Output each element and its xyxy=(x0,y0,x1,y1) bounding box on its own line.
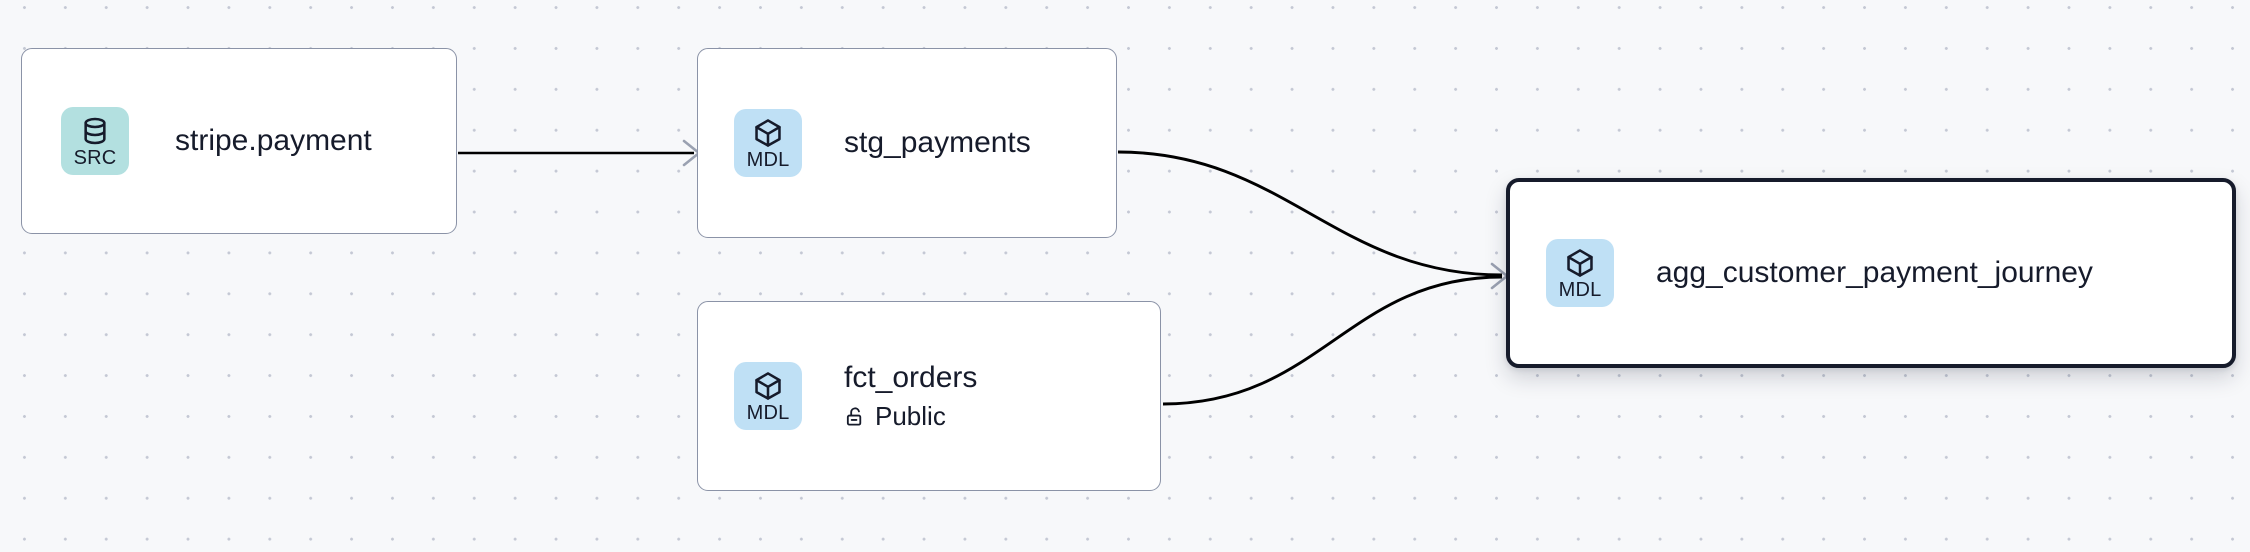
lineage-node-agg-customer-payment-journey[interactable]: MDL agg_customer_payment_journey xyxy=(1506,178,2236,368)
lineage-node-stg-payments[interactable]: MDL stg_payments xyxy=(697,48,1117,238)
node-visibility: Public xyxy=(844,401,977,431)
cube-icon xyxy=(755,118,781,147)
node-badge-mdl: MDL xyxy=(1546,239,1614,307)
edge-stripe-payment-to-stg-payments xyxy=(458,139,701,167)
edge-fct-orders-to-agg-customer-payment-journey xyxy=(1162,262,1509,406)
node-title: stg_payments xyxy=(844,126,1031,159)
edge-stg-payments-to-agg-customer-payment-journey xyxy=(1117,150,1503,277)
node-title: agg_customer_payment_journey xyxy=(1656,256,2093,289)
node-badge-mdl: MDL xyxy=(734,109,802,177)
lineage-node-fct-orders[interactable]: MDL fct_orders Public xyxy=(697,301,1161,491)
node-badge-src: SRC xyxy=(61,107,129,175)
unlock-icon xyxy=(846,406,862,426)
node-badge-mdl: MDL xyxy=(734,362,802,430)
cube-icon xyxy=(755,371,781,400)
node-body: fct_orders Public xyxy=(844,361,977,431)
node-visibility-label: Public xyxy=(875,401,946,431)
lineage-node-stripe-payment[interactable]: SRC stripe.payment xyxy=(21,48,457,234)
node-badge-label: MDL xyxy=(746,148,790,171)
node-badge-label: MDL xyxy=(1558,278,1602,301)
node-badge-label: MDL xyxy=(746,401,790,424)
node-body: stg_payments xyxy=(844,126,1031,160)
database-icon xyxy=(84,117,106,144)
node-body: stripe.payment xyxy=(175,124,372,158)
node-body: agg_customer_payment_journey xyxy=(1656,256,2093,290)
node-title: stripe.payment xyxy=(175,124,372,157)
node-title: fct_orders xyxy=(844,361,978,394)
cube-icon xyxy=(1567,248,1593,277)
node-badge-label: SRC xyxy=(73,146,117,169)
